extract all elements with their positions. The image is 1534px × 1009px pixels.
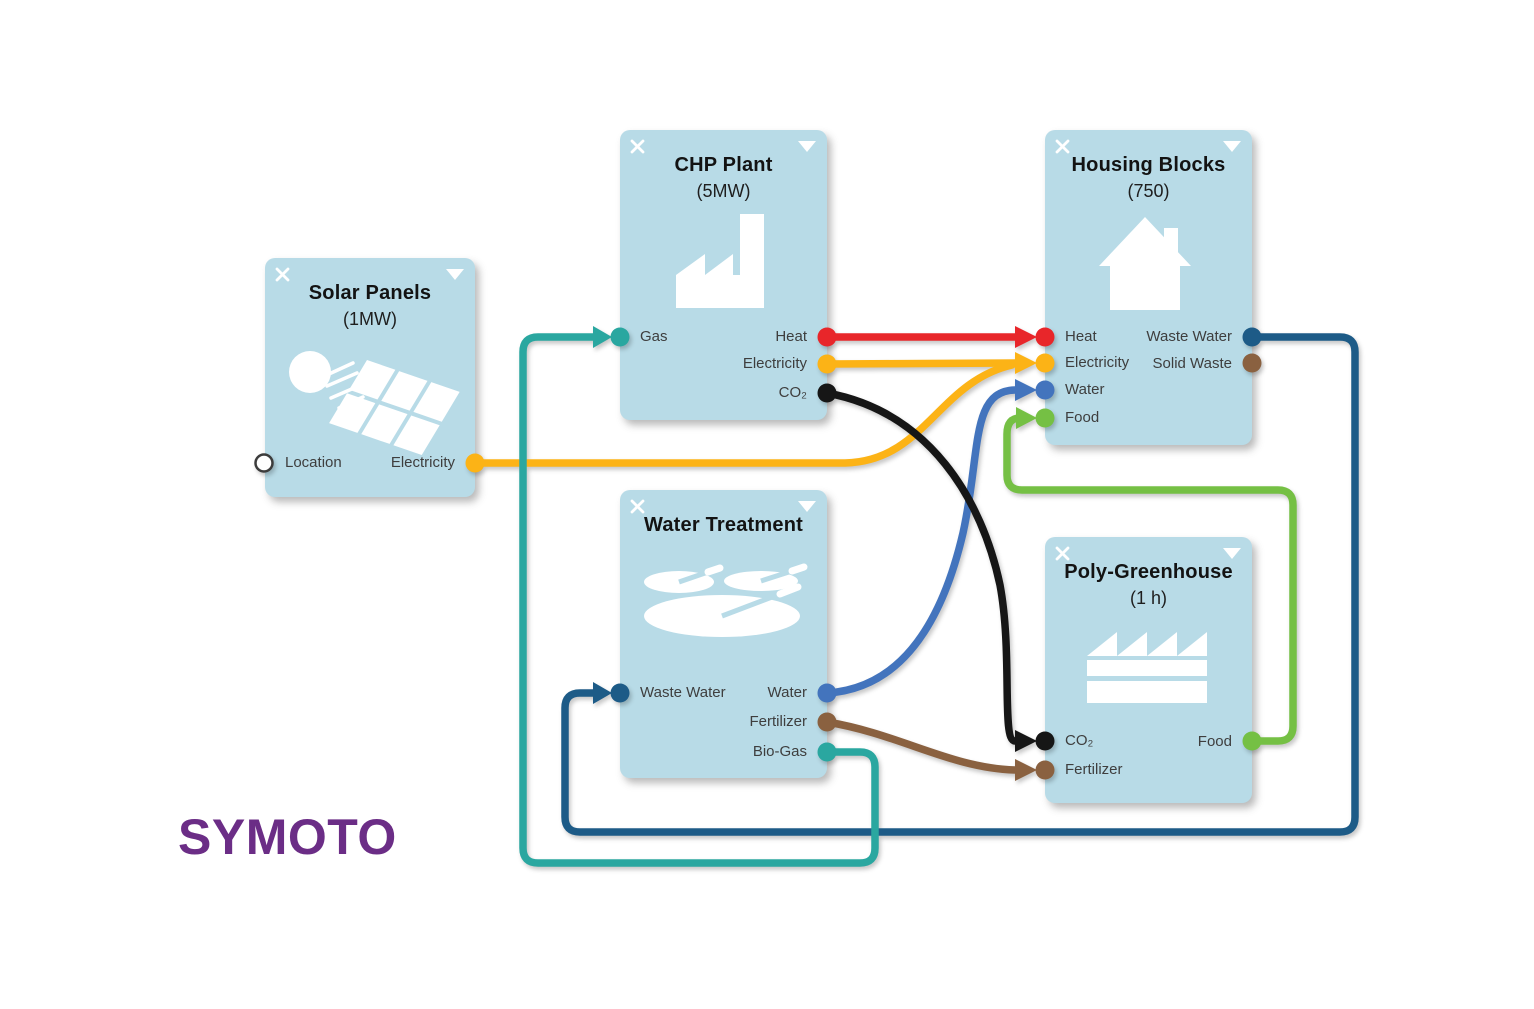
port-label: Fertilizer <box>1065 761 1123 778</box>
port-waste-water-output[interactable]: Waste Water <box>1045 326 1252 348</box>
house-icon <box>1099 217 1191 310</box>
port-fertilizer-output[interactable]: Fertilizer <box>620 711 827 733</box>
node-title: Housing Blocks <box>1071 154 1226 176</box>
symoto-logo: SYMOTO <box>178 809 397 865</box>
port-bio-gas-output[interactable]: Bio-Gas <box>620 741 827 763</box>
close-icon[interactable] <box>275 267 290 282</box>
port-solid-waste-output[interactable]: Solid Waste <box>1045 353 1252 375</box>
port-label: Water <box>1065 381 1105 398</box>
factory-icon <box>676 214 764 308</box>
arrowhead <box>1015 326 1037 348</box>
port-label: Food <box>1197 733 1232 750</box>
port-label: Electricity <box>390 454 455 471</box>
port-co2-output[interactable]: CO₂ <box>620 382 827 404</box>
close-icon[interactable] <box>1055 546 1070 561</box>
node-title: Solar Panels <box>308 282 432 304</box>
port-label: Water <box>767 684 807 701</box>
chevron-down-icon[interactable] <box>1223 141 1241 152</box>
port-label: Food <box>1065 409 1100 426</box>
connection-fertilizer[interactable] <box>823 718 1019 774</box>
chevron-down-icon[interactable] <box>1223 548 1241 559</box>
port-label: Location <box>285 454 342 471</box>
port-label: CO₂ <box>778 384 807 401</box>
node-housing-blocks[interactable]: Housing Blocks (750) Heat Electricity Wa… <box>1045 130 1252 445</box>
connection-co2[interactable] <box>823 389 1019 745</box>
arrowhead <box>1015 352 1037 374</box>
port-electricity-output[interactable]: Electricity <box>265 452 475 474</box>
water-treatment-icon <box>644 563 808 637</box>
arrowhead <box>1015 730 1037 752</box>
close-icon[interactable] <box>1055 139 1070 154</box>
close-icon[interactable] <box>630 139 645 154</box>
port-label: Bio-Gas <box>752 743 807 760</box>
arrowhead <box>1015 379 1037 401</box>
arrowhead <box>593 326 612 348</box>
port-food-output[interactable]: Food <box>1045 731 1252 753</box>
arrowhead <box>593 682 612 704</box>
chevron-down-icon[interactable] <box>798 141 816 152</box>
greenhouse-icon <box>1087 632 1207 703</box>
port-heat-output[interactable]: Heat <box>620 326 827 348</box>
node-water-treatment[interactable]: Water Treatment Waste Water Water <box>620 490 827 778</box>
node-subtitle: (750) <box>1127 181 1170 201</box>
connection-electricity-chp[interactable] <box>823 359 1019 368</box>
port-location-input[interactable]: Location <box>265 452 475 474</box>
port-fertilizer-input[interactable]: Fertilizer <box>1045 759 1252 781</box>
port-water-output[interactable]: Water <box>620 682 827 704</box>
chevron-down-icon[interactable] <box>798 501 816 512</box>
node-chp-plant[interactable]: CHP Plant (5MW) Gas Heat Electricity CO₂ <box>620 130 827 420</box>
port-water-input[interactable]: Water <box>1045 379 1252 401</box>
node-subtitle: (1MW) <box>343 309 397 329</box>
port-label: Electricity <box>742 355 807 372</box>
node-subtitle: (1 h) <box>1129 588 1167 608</box>
node-title: Water Treatment <box>644 514 803 536</box>
connection-water[interactable] <box>823 386 1019 697</box>
port-electricity-output[interactable]: Electricity <box>620 353 827 375</box>
arrowhead <box>1016 407 1037 429</box>
solar-panels-icon <box>289 351 460 456</box>
chevron-down-icon[interactable] <box>446 269 464 280</box>
port-label: Waste Water <box>1146 328 1232 345</box>
port-label: Solid Waste <box>1152 355 1232 372</box>
node-title: Poly-Greenhouse <box>1064 561 1233 583</box>
arrowhead <box>1015 759 1037 781</box>
port-label: Heat <box>775 328 807 345</box>
close-icon[interactable] <box>630 499 645 514</box>
port-label: Fertilizer <box>749 713 807 730</box>
node-poly-greenhouse[interactable]: Poly-Greenhouse (1 h) CO₂ Fertilizer Foo… <box>1045 537 1252 803</box>
node-solar-panels[interactable]: Solar Panels (1MW) Location Electricity <box>265 258 475 497</box>
node-title: CHP Plant <box>674 154 773 176</box>
node-subtitle: (5MW) <box>696 181 751 201</box>
port-food-input[interactable]: Food <box>1045 407 1252 429</box>
